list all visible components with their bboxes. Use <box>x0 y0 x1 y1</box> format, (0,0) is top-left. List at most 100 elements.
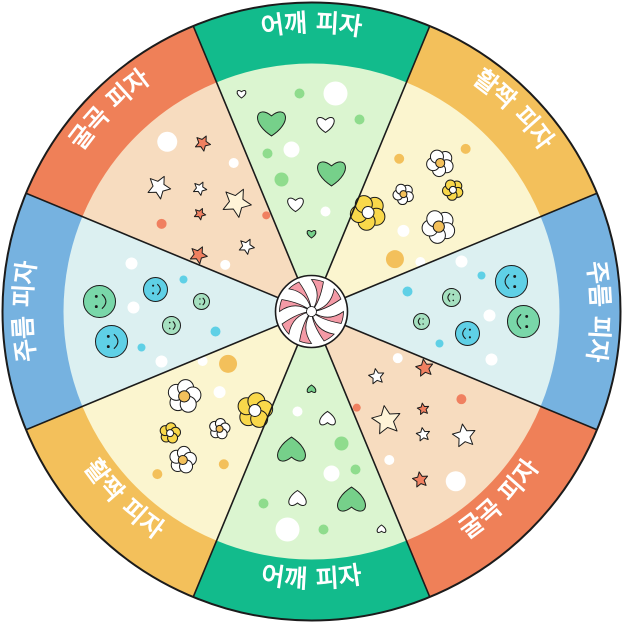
candy-swirl <box>288 281 312 312</box>
dot-decoration <box>323 81 348 106</box>
dot-decoration <box>262 211 271 220</box>
star-icon <box>189 246 208 265</box>
dot-decoration <box>155 355 168 368</box>
heart-icon <box>306 384 317 393</box>
dot-decoration <box>392 353 403 364</box>
dot-decoration <box>397 224 410 237</box>
dot-decoration <box>384 454 395 465</box>
sector-decorations <box>152 354 274 480</box>
flower-icon <box>169 445 197 474</box>
dot-decoration <box>456 394 467 405</box>
sector-divider <box>310 311 431 598</box>
dot-decoration <box>483 309 496 322</box>
dot-decoration <box>179 275 188 284</box>
heart-icon <box>288 489 307 506</box>
star-icon <box>411 471 429 488</box>
star-icon <box>147 175 172 200</box>
sector-label: 어깨 피자 <box>259 8 364 41</box>
candy-swirl <box>281 311 312 335</box>
smiley-icon <box>143 277 168 302</box>
sector-bottom <box>193 311 430 621</box>
dot-decoration <box>258 498 269 509</box>
sector-decorations <box>402 255 540 366</box>
sector-divider <box>25 310 312 431</box>
smiley-icon <box>83 285 116 318</box>
star-icon <box>222 188 252 218</box>
sector-label: 주름 피자 <box>581 259 614 364</box>
dot-decoration <box>352 403 361 412</box>
star-icon <box>451 423 476 448</box>
candy-swirl <box>310 279 324 312</box>
sector-decorations <box>258 384 387 542</box>
flower-icon <box>167 379 202 413</box>
sector-bottom-right <box>311 311 597 597</box>
smiley-icon <box>193 293 210 310</box>
dot-decoration <box>218 459 229 470</box>
dot-decoration <box>394 153 405 164</box>
star-icon <box>194 135 212 152</box>
heart-icon <box>337 486 366 512</box>
sector-divider <box>311 310 598 431</box>
dot-decoration <box>455 255 468 268</box>
sector-decorations <box>349 143 471 269</box>
sector-top <box>193 2 430 312</box>
dot-decoration <box>156 218 167 229</box>
dot-decoration <box>274 172 289 187</box>
flower-icon <box>209 417 231 440</box>
heart-icon <box>236 90 247 99</box>
sector-top-left <box>26 26 312 312</box>
sector-label: 주름 피자 <box>8 259 41 364</box>
sector-inner <box>311 311 541 541</box>
dot-decoration <box>477 271 486 280</box>
sector-bottom-left <box>26 311 312 597</box>
sector-top-right <box>311 26 597 312</box>
dot-decoration <box>323 465 340 482</box>
smiley-icon <box>455 321 480 346</box>
flower-icon <box>426 149 454 178</box>
star-icon <box>238 238 255 255</box>
flower-icon <box>421 210 456 244</box>
dot-decoration <box>220 259 231 270</box>
heart-icon <box>376 524 387 533</box>
heart-icon <box>316 117 335 134</box>
star-icon <box>192 181 208 196</box>
dot-decoration <box>354 114 365 125</box>
flower-icon <box>441 179 464 201</box>
heart-icon <box>257 111 286 137</box>
dot-decoration <box>485 353 498 366</box>
dot-decoration <box>137 343 146 352</box>
sector-divider <box>25 192 312 313</box>
star-icon <box>415 358 434 377</box>
smiley-icon <box>507 305 540 338</box>
sector-decorations <box>83 257 221 368</box>
dot-decoration <box>275 517 300 542</box>
star-icon <box>371 405 401 435</box>
dot-decoration <box>334 436 349 451</box>
peppermint-candy-icon <box>274 274 349 349</box>
heart-icon <box>306 230 317 239</box>
smiley-icon <box>442 288 461 307</box>
dot-decoration <box>219 354 238 373</box>
dot-decoration <box>445 471 466 492</box>
flower-icon <box>349 195 386 231</box>
star-icon <box>415 427 431 442</box>
candy-center <box>306 306 317 317</box>
heart-icon <box>287 197 304 213</box>
dot-decoration <box>125 257 138 270</box>
heart-icon <box>317 161 346 187</box>
sector-divider <box>192 25 313 312</box>
dot-decoration <box>294 88 305 99</box>
heart-icon <box>277 436 306 462</box>
dot-decoration <box>292 406 303 417</box>
candy-swirl <box>311 310 344 324</box>
dot-decoration <box>350 464 361 475</box>
sector-inner <box>82 311 312 541</box>
star-icon <box>193 208 207 221</box>
dot-decoration <box>157 131 178 152</box>
sector-decorations <box>236 81 365 239</box>
candy-swirl <box>279 299 312 313</box>
dot-decoration <box>262 148 273 159</box>
dot-decoration <box>402 286 413 297</box>
